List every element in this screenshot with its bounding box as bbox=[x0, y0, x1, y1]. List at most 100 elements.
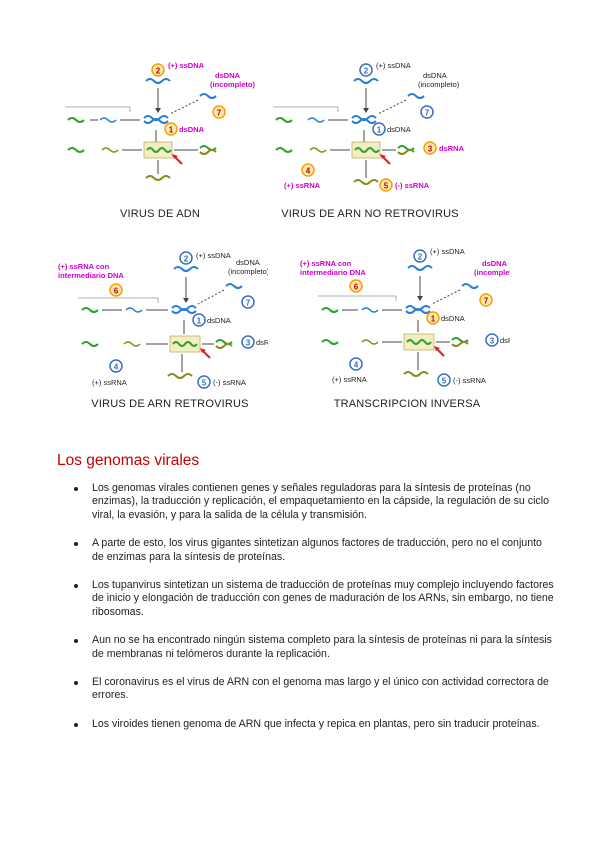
number-circle-2 bbox=[151, 63, 165, 77]
ssdna-strand bbox=[407, 265, 433, 271]
red-pointer-head bbox=[172, 154, 178, 159]
number-circle-5 bbox=[379, 178, 393, 192]
label-retro-1: (+) ssRNA con bbox=[300, 259, 352, 268]
label-ss-dna: (+) ssDNA bbox=[430, 247, 465, 256]
bullet-text: A parte de esto, los virus gigantes sint… bbox=[92, 537, 542, 563]
label-ds-incomplete-1: dsDNA bbox=[482, 259, 508, 268]
bullet-dot-icon bbox=[74, 584, 78, 589]
label-n2: 2 bbox=[184, 255, 189, 264]
label-ds-dna: dsDNA bbox=[179, 125, 205, 134]
label-ds-dna: dsDNA bbox=[387, 125, 411, 134]
rna-strand-olive bbox=[123, 341, 141, 347]
label-n7: 7 bbox=[246, 299, 251, 308]
baltimore-scheme-3: (+) ssRNA con intermediario DNA 6 2 (+) … bbox=[58, 251, 268, 389]
bullet-text: Los viroides tienen genoma de ARN que in… bbox=[92, 717, 540, 730]
red-pointer-head bbox=[434, 346, 440, 351]
bullet-dot-icon bbox=[74, 639, 78, 644]
baltimore-scheme-4: (+) ssRNA con intermediario DNA 6 2 (+) … bbox=[300, 247, 510, 387]
caption-dna-virus: VIRUS DE ADN bbox=[119, 208, 201, 220]
label-n7: 7 bbox=[425, 109, 430, 118]
label-ds-rna: dsRNA bbox=[256, 338, 268, 347]
label-ds-incomplete-1: dsDNA bbox=[423, 71, 447, 80]
label-ss-rna-pos: (+) ssRNA bbox=[92, 378, 127, 387]
dna-strand bbox=[125, 307, 143, 313]
bullet-dot-icon bbox=[74, 681, 78, 686]
label-n2: 2 bbox=[364, 67, 369, 76]
number-circle-4 bbox=[301, 163, 315, 177]
rna-strand-olive bbox=[101, 147, 119, 153]
number-circle-5 bbox=[437, 373, 451, 387]
arrow bbox=[377, 99, 407, 115]
label-ss-rna-neg: (-) ssRNA bbox=[395, 181, 430, 190]
label-ss-rna-neg: (-) ssRNA bbox=[213, 378, 246, 387]
number-circle-1 bbox=[372, 122, 386, 136]
arrow bbox=[197, 289, 225, 305]
number-circle-2 bbox=[359, 63, 373, 77]
number-circle-1 bbox=[164, 122, 178, 136]
diagram-rna-retro: (+) ssRNA con intermediario DNA 6 2 (+) … bbox=[58, 250, 268, 395]
incomplete-dsdna-strand bbox=[461, 283, 479, 289]
label-ds-rna: dsRNA bbox=[439, 144, 465, 153]
section-title: Los genomas virales bbox=[57, 452, 200, 469]
rna-strand-left bbox=[81, 341, 99, 347]
label-ds-incomplete-1: dsDNA bbox=[236, 258, 260, 267]
bullet-dot-icon bbox=[74, 542, 78, 547]
list-item: Aun no se ha encontrado ningún sistema c… bbox=[74, 634, 554, 661]
label-ds-rna: dsRNA bbox=[500, 336, 510, 345]
label-retro-2: intermediario DNA bbox=[58, 271, 124, 280]
rna-strand-left bbox=[67, 147, 85, 153]
number-circle-3 bbox=[241, 335, 255, 349]
label-ds-incomplete-2: (incompleto) bbox=[418, 80, 460, 89]
dna-strand bbox=[361, 307, 379, 313]
dsrna-strand-b bbox=[397, 149, 415, 155]
red-pointer-head bbox=[200, 348, 206, 353]
arrowhead bbox=[183, 298, 189, 303]
incomplete-dsdna-strand bbox=[407, 93, 425, 99]
rna-strand bbox=[275, 117, 293, 123]
label-n1: 1 bbox=[169, 126, 174, 135]
retro-bracket bbox=[273, 106, 339, 112]
dsrna-strand-b bbox=[215, 343, 233, 349]
number-circle-7 bbox=[212, 105, 226, 119]
label-n1: 1 bbox=[431, 315, 436, 324]
retro-bracket bbox=[65, 106, 131, 112]
neg-ssrna-strand bbox=[353, 179, 379, 185]
label-ds-incomplete-2: (incompleto) bbox=[474, 268, 510, 277]
label-ds-incomplete-2: (incompleto) bbox=[228, 267, 268, 276]
label-ss-rna-neg: (-) ssRNA bbox=[453, 376, 486, 385]
bullet-text: El coronavirus es el virus de ARN con el… bbox=[92, 676, 549, 702]
list-item: Los tupanvirus sintetizan un sistema de … bbox=[74, 579, 554, 619]
incomplete-dsdna-strand bbox=[199, 93, 217, 99]
incomplete-dsdna-strand bbox=[225, 283, 243, 289]
number-circle-3 bbox=[485, 333, 499, 347]
label-n7: 7 bbox=[484, 297, 489, 306]
dsrna-strand-b bbox=[199, 149, 217, 155]
bullet-text: Los tupanvirus sintetizan un sistema de … bbox=[92, 579, 554, 618]
label-n2: 2 bbox=[418, 253, 423, 262]
list-item: Los viroides tienen genoma de ARN que in… bbox=[74, 718, 554, 731]
diagram-rna-non-retro: 2 (+) ssDNA dsDNA (incompleto) 7 1 dsDNA… bbox=[268, 58, 478, 208]
dsdna-strand-b bbox=[405, 308, 431, 314]
list-item: Los genomas virales contienen genes y se… bbox=[74, 482, 554, 522]
label-n4: 4 bbox=[354, 361, 359, 370]
list-item: A parte de esto, los virus gigantes sint… bbox=[74, 537, 554, 564]
label-ss-dna: (+) ssDNA bbox=[196, 251, 231, 260]
label-n6: 6 bbox=[114, 287, 119, 296]
caption-reverse-transcription: TRANSCRIPCION INVERSA bbox=[333, 398, 481, 410]
arrow-incomplete-to-dsdna bbox=[169, 99, 199, 115]
label-n6: 6 bbox=[354, 283, 359, 292]
label-retro-2: intermediario DNA bbox=[300, 268, 366, 277]
label-n3: 3 bbox=[490, 337, 495, 346]
dsrna-strand-b bbox=[451, 341, 469, 347]
label-ss-rna-pos: (+) ssRNA bbox=[332, 375, 367, 384]
neg-ssrna-strand bbox=[167, 373, 193, 379]
label-n1: 1 bbox=[197, 317, 202, 326]
label-ss-dna: (+) ssDNA bbox=[376, 61, 411, 70]
number-circle-7 bbox=[241, 295, 255, 309]
number-circle-5 bbox=[197, 375, 211, 389]
dsdna-strand-b bbox=[171, 308, 197, 314]
number-circle-1 bbox=[426, 311, 440, 325]
number-circle-6 bbox=[109, 283, 123, 297]
bullet-dot-icon bbox=[74, 722, 78, 727]
ssdna-strand bbox=[353, 78, 379, 84]
